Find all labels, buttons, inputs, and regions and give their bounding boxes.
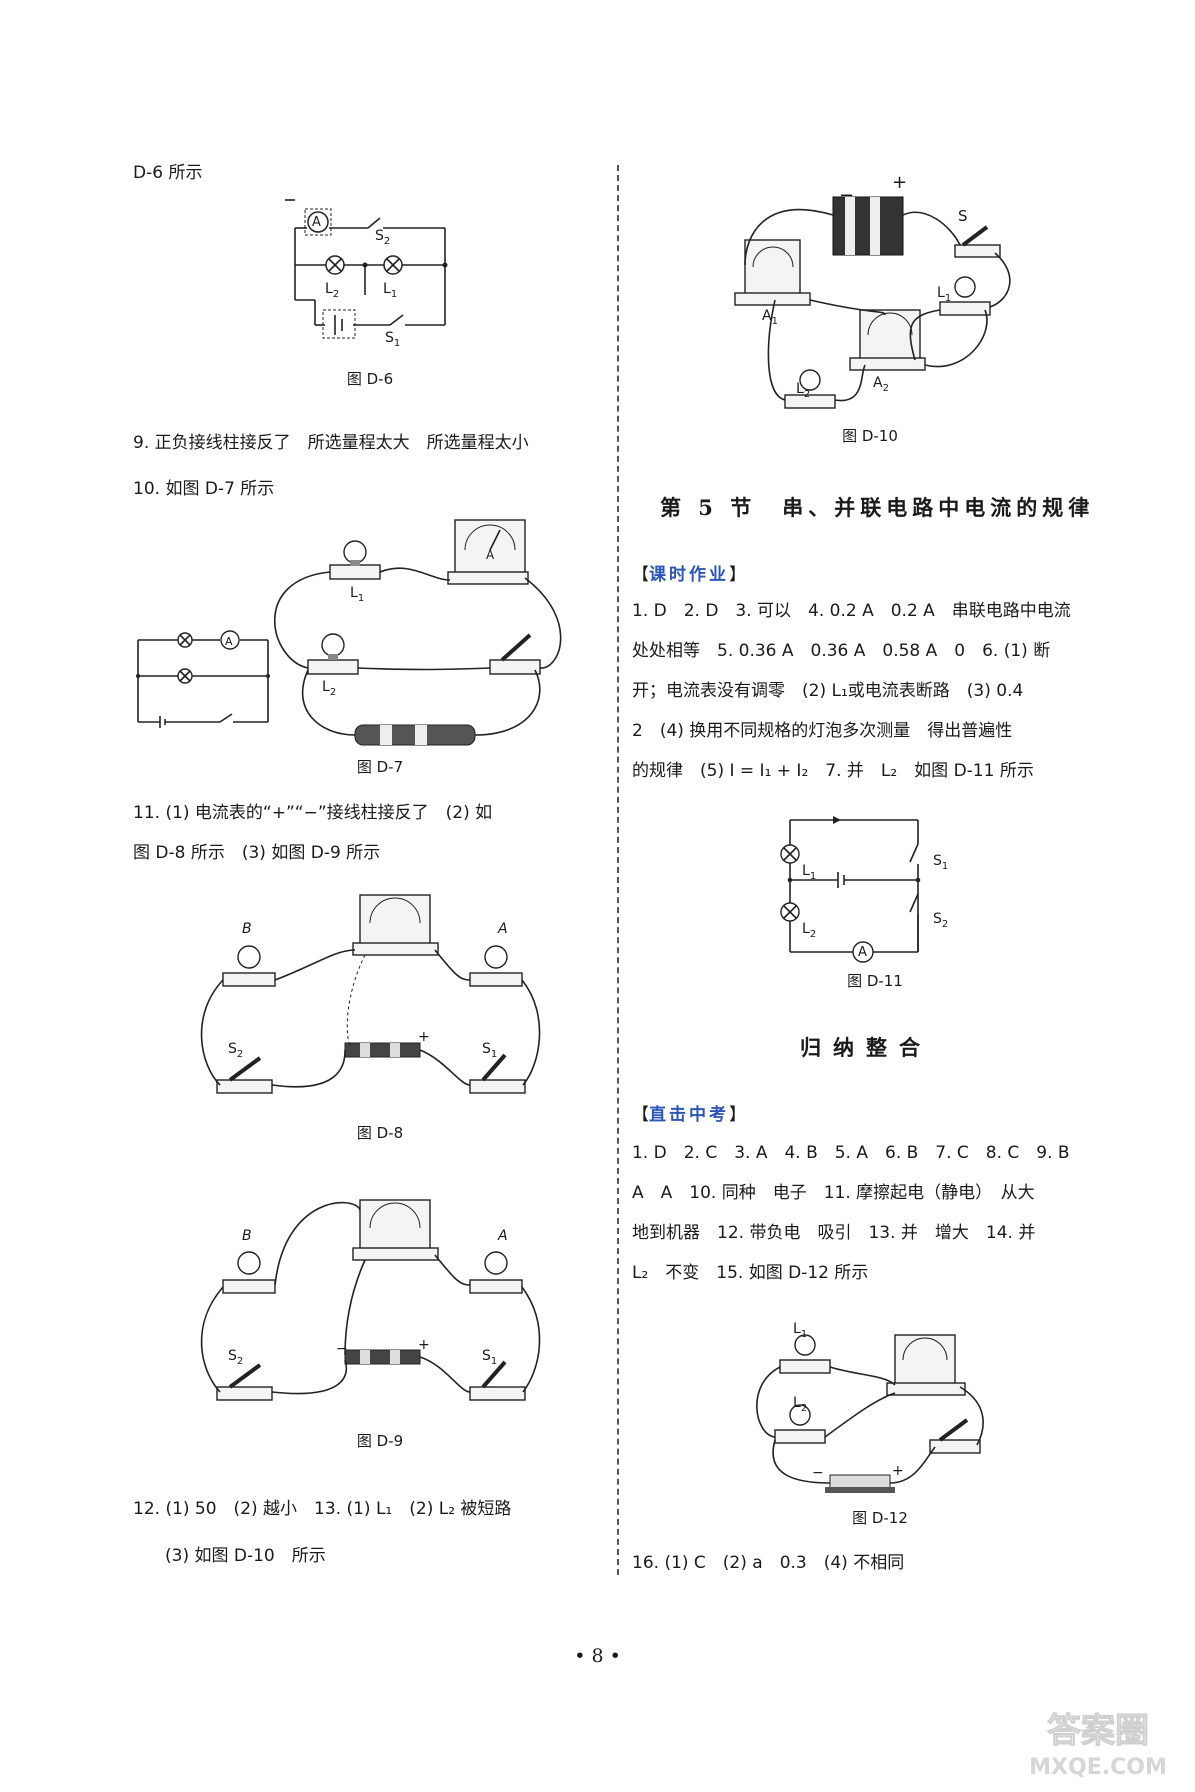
d8-label-plus: + [418, 1029, 430, 1045]
answer-q11-line2: 图 D-8 所示 (3) 如图 D-9 所示 [133, 843, 381, 863]
caption-d8: 图 D-8 [356, 1124, 404, 1142]
d11-label-s2: S2 [933, 911, 949, 930]
d11-label-s1: S1 [933, 853, 949, 872]
caption-d11: 图 D-11 [847, 972, 903, 990]
caption-d10: 图 D-10 [842, 427, 898, 445]
figure-d7-pictorial [274, 519, 562, 746]
answer-q10: 10. 如图 D-7 所示 [133, 479, 275, 499]
d8-label-s2: S2 [228, 1041, 244, 1060]
d7-label-l1: L1 [350, 585, 365, 604]
d10-plus: + [892, 172, 908, 193]
d12-label-minus: − [812, 1465, 824, 1481]
d12-label-plus: + [892, 1463, 904, 1479]
d10-label-a1: A1 [762, 308, 778, 327]
d10-label-l2: L2 [796, 381, 811, 400]
svg-text:答案圈: 答案圈 [1047, 1711, 1149, 1751]
figure-d12-pictorial [756, 1334, 984, 1493]
column-divider [617, 165, 619, 1575]
d10-label-s: S [958, 207, 968, 225]
answer-q12-13: 12. (1) 50 (2) 越小 13. (1) L₁ (2) L₂ 被短路 [133, 1499, 512, 1519]
caption-d9: 图 D-9 [356, 1432, 404, 1450]
exam-line2: A A 10. 同种 电子 11. 摩擦起电（静电） 从大 [632, 1183, 1035, 1203]
answer-q13-3: (3) 如图 D-10 所示 [165, 1546, 326, 1566]
d11-label-l1: L1 [802, 863, 817, 882]
d10-label-l1: L1 [937, 285, 952, 304]
d9-label-b: B [242, 1228, 252, 1244]
caption-d12: 图 D-12 [852, 1509, 908, 1527]
page-number: • 8 • [574, 1645, 621, 1667]
d11-ammeter-a: A [858, 945, 867, 960]
exam-line5: 16. (1) C (2) a 0.3 (4) 不相同 [632, 1553, 905, 1573]
d9-label-s2: S2 [228, 1348, 244, 1367]
d12-label-l2: L2 [793, 1395, 808, 1414]
tag-homework: 【课时作业】 [632, 565, 746, 585]
d9-label-plus: + [418, 1337, 430, 1353]
d9-label-minus: − [336, 1341, 348, 1357]
d6-label-s1: S1 [385, 330, 401, 349]
section-title-summary: 归纳整合 [800, 1035, 932, 1060]
d10-minus: − [839, 185, 855, 206]
d6-label-s2: S2 [375, 228, 391, 247]
figure-d6-circuit [285, 199, 448, 339]
section-title-lesson5: 第 5 节 串、并联电路中电流的规律 [660, 495, 1095, 520]
figure-d9-pictorial [200, 1199, 541, 1401]
exam-line3: 地到机器 12. 带负电 吸引 13. 并 增大 14. 并 [632, 1223, 1036, 1243]
tag-exam: 【直击中考】 [632, 1105, 746, 1125]
d7-ammeter-a: A [486, 548, 495, 562]
homework-line5: 的规律 (5) I = I₁ + I₂ 7. 并 L₂ 如图 D-11 所示 [632, 761, 1034, 781]
homework-line2: 处处相等 5. 0.36 A 0.36 A 0.58 A 0 6. (1) 断 [632, 641, 1051, 661]
d11-label-l2: L2 [802, 921, 817, 940]
figure-d8-pictorial [200, 894, 541, 1094]
svg-text:MXQE.COM: MXQE.COM [1029, 1755, 1167, 1780]
d6-ammeter-label: A [312, 215, 321, 230]
watermark-logo: 答案圈 MXQE.COM [1023, 1704, 1173, 1782]
d6-label-l1: L1 [383, 281, 398, 300]
homework-line3: 开；电流表没有调零 (2) L₁或电流表断路 (3) 0.4 [632, 681, 1024, 701]
d7-label-l2: L2 [322, 679, 337, 698]
figure-d7-schematic [136, 630, 270, 728]
homework-line4: 2 (4) 换用不同规格的灯泡多次测量 得出普遍性 [632, 721, 1013, 741]
d8-label-b: B [242, 921, 252, 937]
caption-d6: 图 D-6 [346, 370, 394, 388]
text-d6-ref: D-6 所示 [133, 163, 203, 183]
d6-label-l2: L2 [325, 281, 340, 300]
exam-line4: L₂ 不变 15. 如图 D-12 所示 [632, 1263, 869, 1283]
figure-d10-pictorial [734, 196, 1011, 409]
figure-d11-schematic [780, 816, 921, 963]
homework-line1: 1. D 2. D 3. 可以 4. 0.2 A 0.2 A 串联电路中电流 [632, 601, 1071, 621]
caption-d7: 图 D-7 [356, 758, 404, 776]
d9-label-a: A [498, 1228, 508, 1244]
d12-label-l1: L1 [793, 1321, 808, 1340]
d10-label-a2: A2 [873, 375, 889, 394]
d7-schematic-a: A [225, 635, 233, 648]
d8-label-a: A [498, 921, 508, 937]
answer-q11-line1: 11. (1) 电流表的“+”“−”接线柱接反了 (2) 如 [133, 803, 493, 823]
exam-line1: 1. D 2. C 3. A 4. B 5. A 6. B 7. C 8. C … [632, 1143, 1070, 1163]
d9-label-s1: S1 [482, 1348, 498, 1367]
d8-label-s1: S1 [482, 1041, 498, 1060]
answer-q9: 9. 正负接线柱接反了 所选量程太大 所选量程太小 [133, 433, 529, 453]
